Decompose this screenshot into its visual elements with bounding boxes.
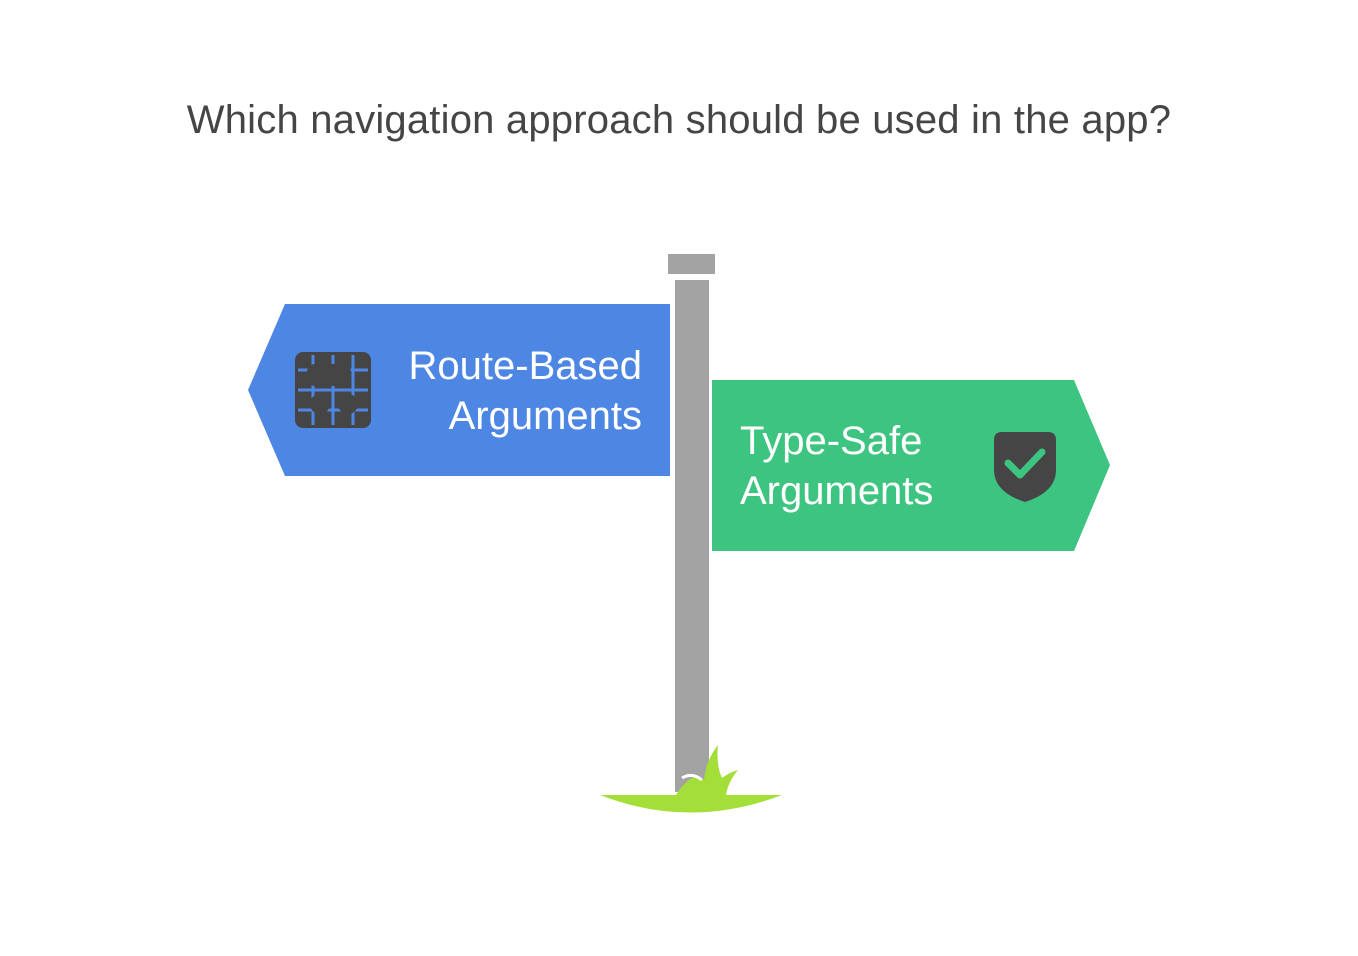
sign-type-safe-board — [712, 380, 1110, 551]
sign-type-safe-line2: Arguments — [740, 469, 933, 513]
sign-type-safe-line1: Type-Safe — [740, 419, 922, 463]
route-grid-icon — [295, 352, 371, 428]
sign-route-based: Route-Based Arguments — [248, 304, 670, 476]
shield-check-icon — [994, 432, 1056, 502]
sign-type-safe: Type-Safe Arguments — [712, 380, 1110, 551]
sign-route-based-line1: Route-Based — [409, 344, 642, 388]
pole — [675, 280, 709, 792]
sign-route-based-line2: Arguments — [449, 394, 642, 438]
sign-route-based-board — [248, 304, 670, 476]
grass-icon — [600, 745, 782, 813]
diagram-title: Which navigation approach should be used… — [186, 98, 1172, 142]
pole-cap — [668, 254, 715, 274]
